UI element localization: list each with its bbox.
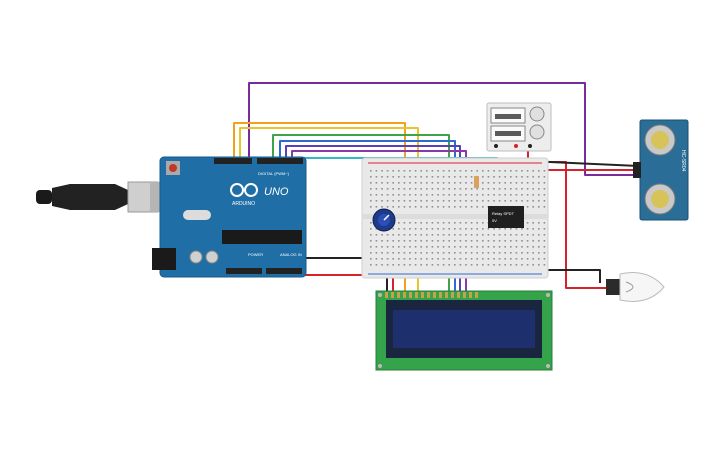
resistor bbox=[474, 176, 479, 188]
lcd-header-pins bbox=[385, 292, 478, 298]
header-power-label: POWER bbox=[248, 252, 263, 257]
breadboard: Relay SPDT 5V bbox=[361, 157, 549, 279]
board-brand: ARDUINO bbox=[232, 201, 255, 207]
arduino-board: UNO ARDUINO DIGITAL (PWM~) POWER ANALOG … bbox=[152, 156, 307, 278]
wire-purple-sensor bbox=[248, 82, 640, 176]
mcu-chip bbox=[222, 230, 302, 244]
relay-part: 5V bbox=[492, 218, 497, 223]
arduino-logo bbox=[230, 183, 258, 197]
header-analog-label: ANALOG IN bbox=[280, 252, 302, 257]
lcd-display bbox=[375, 290, 553, 371]
sensor-label: HC-SR04 bbox=[680, 150, 686, 172]
board-model: UNO bbox=[264, 186, 289, 198]
relay: Relay SPDT 5V bbox=[488, 206, 524, 228]
lcd-screen bbox=[393, 310, 535, 348]
light-bulb bbox=[606, 272, 665, 302]
power-supply bbox=[486, 102, 552, 152]
usb-cable bbox=[36, 181, 164, 213]
relay-label: Relay SPDT bbox=[492, 211, 515, 216]
ultrasonic-sensor: HC-SR04 bbox=[633, 119, 689, 221]
header-digital-label: DIGITAL (PWM~) bbox=[258, 171, 290, 176]
potentiometer bbox=[372, 208, 396, 232]
